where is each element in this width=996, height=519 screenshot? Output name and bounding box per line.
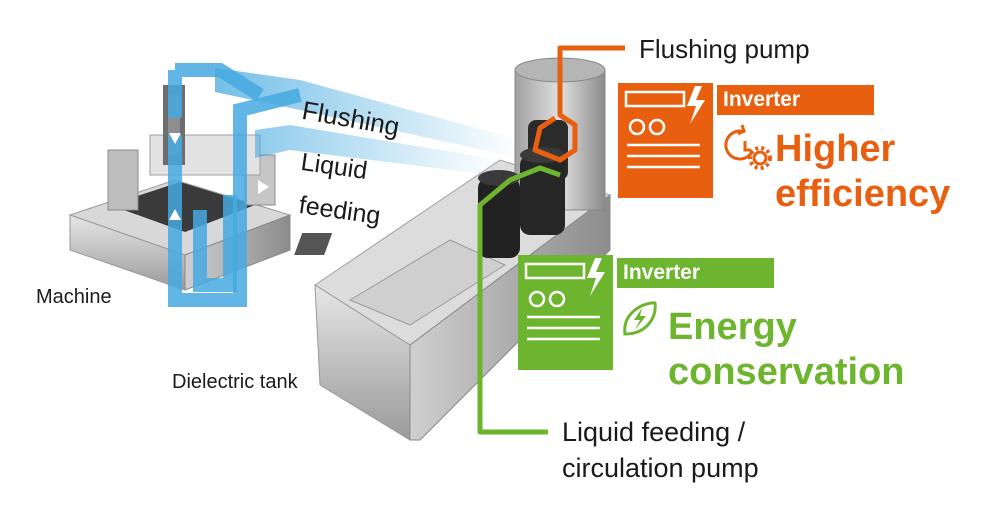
dielectric-tank-label: Dielectric tank bbox=[172, 371, 298, 393]
inverter-tag-green: Inverter bbox=[623, 261, 701, 284]
liquid-feeding-pump-label-line1: Liquid feeding / bbox=[562, 417, 746, 447]
benefit-conservation-label: conservation bbox=[668, 351, 905, 393]
flow-arrow-down-icon bbox=[169, 133, 181, 144]
liquid-feeding-pump-label-line2: circulation pump bbox=[562, 453, 759, 483]
liquid-feeding-flow-band bbox=[255, 125, 500, 176]
gear-clock-icon bbox=[724, 124, 772, 170]
leaf-bolt-icon bbox=[623, 301, 657, 336]
inverter-tag-orange: Inverter bbox=[723, 88, 801, 111]
lightning-icon bbox=[687, 86, 705, 124]
flushing-flow-band bbox=[215, 68, 520, 158]
flushing-pump-label: Flushing pump bbox=[639, 34, 810, 64]
benefit-higher-label: Higher bbox=[775, 128, 896, 170]
benefit-efficiency-label: efficiency bbox=[775, 173, 951, 215]
lightning-icon bbox=[587, 258, 605, 296]
flow-arrow-up-icon bbox=[169, 209, 181, 220]
machine-label: Machine bbox=[36, 286, 112, 308]
benefit-energy-label: Energy bbox=[668, 306, 797, 348]
inverter-orange bbox=[618, 83, 874, 198]
inverter-green bbox=[518, 255, 774, 370]
flow-arrow-right-icon bbox=[258, 180, 269, 194]
flushing-pump-leader bbox=[532, 45, 625, 163]
liquid-feeding-pump-leader bbox=[477, 165, 561, 435]
